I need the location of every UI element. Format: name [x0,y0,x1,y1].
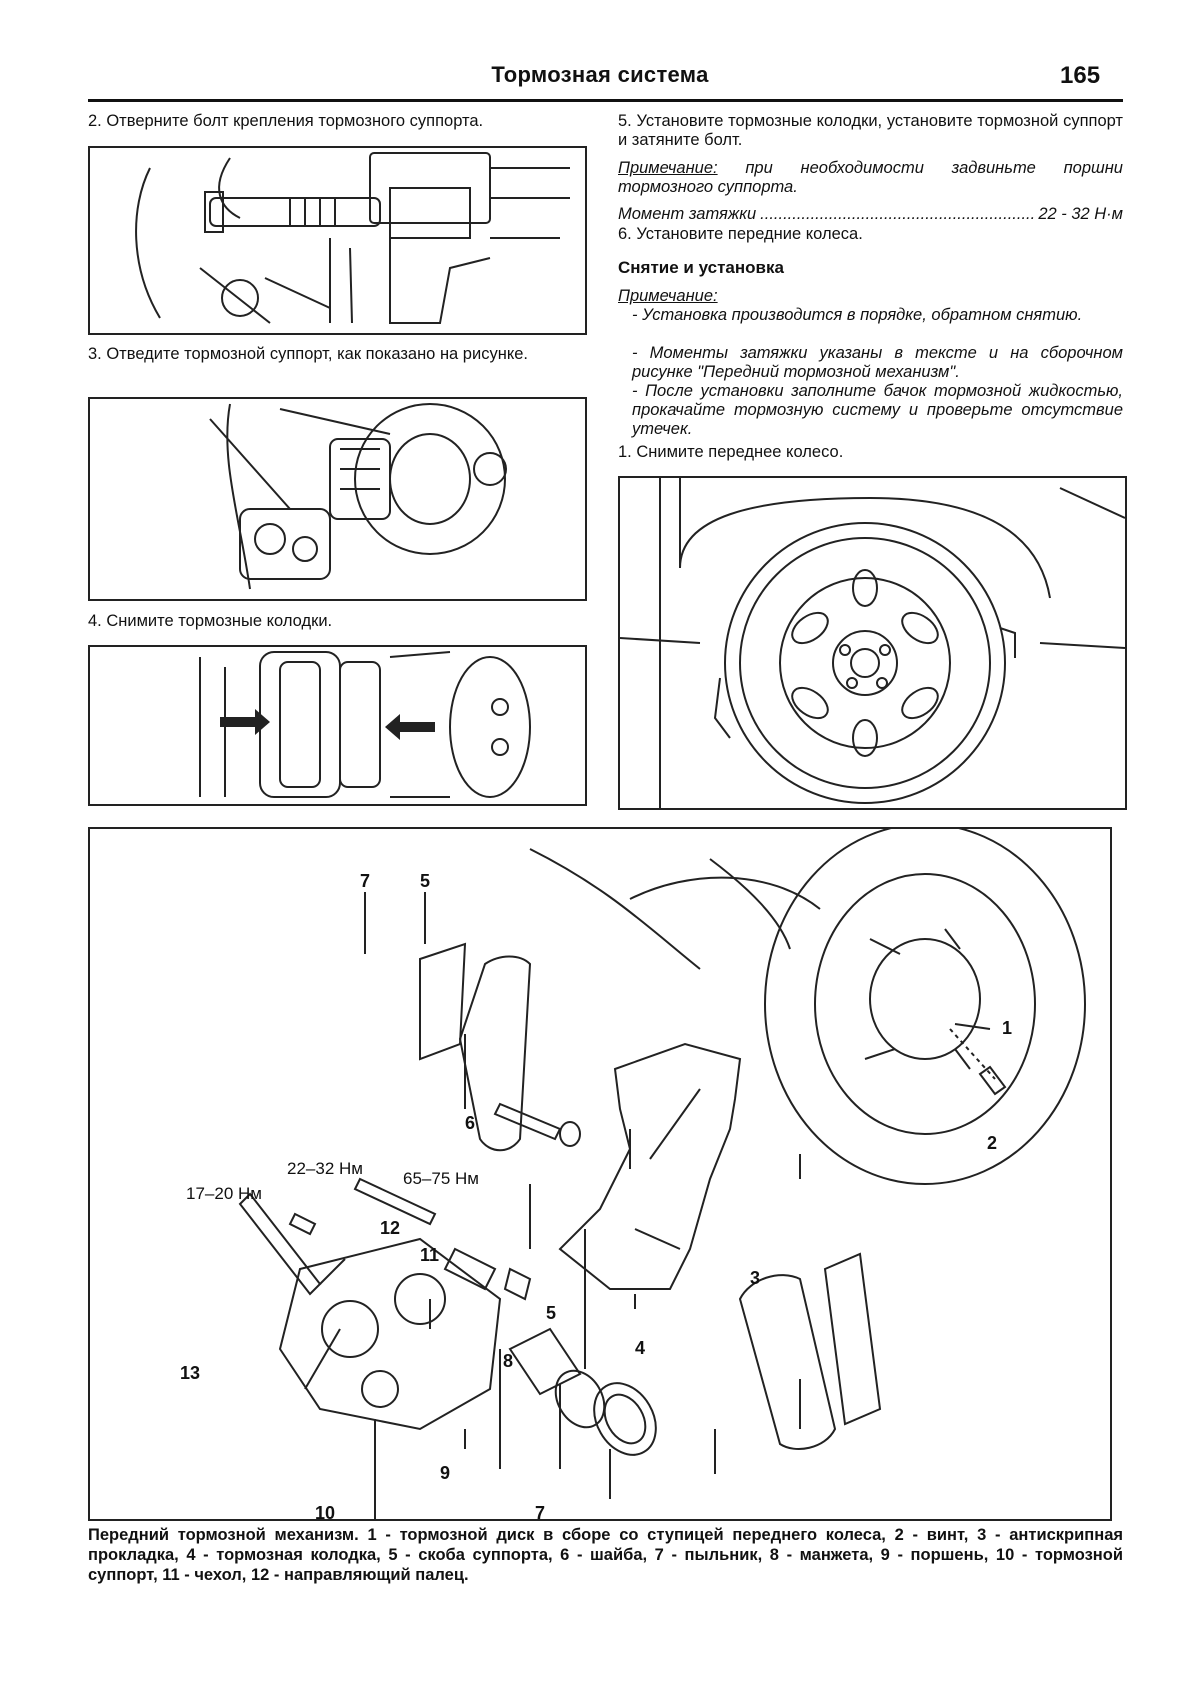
note-2-item-2: - Моменты затяжки указаны в тексте и на … [632,344,1123,381]
step-3-text: 3. Отведите тормозной суппорт, как показ… [88,345,528,363]
torque-value: 22 - 32 Н·м [1038,205,1123,223]
label-5-bracket: 5 [546,1303,556,1323]
figure-pads-removal [88,645,587,806]
header-divider [88,99,1123,102]
caliper-bolt [353,1177,437,1226]
bracket-bolt [493,1102,562,1141]
label-9-piston: 9 [440,1463,450,1483]
front-wheel-illustration [620,478,1125,808]
note-2-item-1: - Установка производится в порядке, обра… [632,306,1083,324]
label-6-washer: 6 [465,1113,475,1133]
disc-screw [978,1065,1007,1096]
brake-hose [238,1192,322,1296]
brake-assembly-exploded-view: 7 5 1 2 6 17–20 Нм 22–32 Нм 65–75 Нм 12 … [180,829,1086,1519]
figure-caliper-moved [88,397,587,601]
step-6-text: 6. Установите передние колеса. [618,225,863,243]
note-2-label: Примечание: [618,287,718,305]
torque-label: Момент затяжки [618,205,757,223]
label-8-seal: 8 [503,1351,513,1371]
label-torque-17-20: 17–20 Нм [186,1184,262,1203]
brake-pad-outer [738,1274,837,1450]
label-7-shim: 7 [360,871,370,891]
figure-front-wheel [618,476,1127,810]
figure-caption: Передний тормозной механизм. 1 - тормозн… [88,1526,1123,1584]
pads-removal-illustration [199,651,531,798]
piston [508,1327,582,1396]
note-2-item-3: - После установки заполните бачок тормоз… [632,382,1123,438]
brake-pad-inner [458,955,532,1152]
label-1-disc: 1 [1002,1018,1012,1038]
label-5-pad: 5 [420,871,430,891]
label-torque-22-32: 22–32 Нм [287,1159,363,1178]
brake-disc-inner [814,873,1036,1135]
section-title: Снятие и установка [618,258,784,277]
step-2-text: 2. Отверните болт крепления тормозного с… [88,112,484,130]
label-2-screw: 2 [987,1133,997,1153]
wheel-studs [864,928,971,1070]
label-4-pad: 4 [635,1338,645,1358]
step-1-text: 1. Снимите переднее колесо. [618,443,844,461]
torque-line: Момент затяжки .........................… [618,205,1123,224]
note-1-text: при необходимости задвиньте поршни тормо… [618,159,1123,196]
page-number: 165 [1060,62,1101,89]
figure-caliper-bolt [88,146,587,335]
label-11-boot: 11 [420,1245,439,1265]
brake-disc-outline [764,829,1086,1185]
label-7-dust-boot: 7 [535,1503,545,1519]
step-4-text: 4. Снимите тормозные колодки. [88,612,333,630]
torque-leader-dots: ........................................… [760,205,1034,223]
pad-shim-inner [419,942,467,1061]
label-10-caliper: 10 [315,1503,335,1519]
piston-dust-boot [593,1382,657,1456]
step-5-text: 5. Установите тормозные колодки, установ… [618,112,1123,149]
label-torque-65-75: 65–75 Нм [403,1169,479,1188]
wheel-hub [869,938,981,1060]
anti-squeal-shim [823,1252,882,1426]
label-12-guide-pin: 12 [380,1218,400,1238]
guide-pin-boot [503,1267,532,1301]
caliper-bracket [558,1042,742,1290]
caliper-body [278,1237,502,1431]
drive-shaft [629,876,821,910]
hose-bolt [288,1212,317,1236]
note-1-label: Примечание: [618,159,718,177]
guide-pin [443,1247,497,1291]
label-3-shim: 3 [750,1268,760,1288]
note-1: Примечание: при необходимости задвиньте … [618,159,1123,197]
caliper-bolt-illustration [135,152,570,324]
page-header-title: Тормозная система [491,62,709,87]
figure-front-brake-assembly: 7 5 1 2 6 17–20 Нм 22–32 Нм 65–75 Нм 12 … [88,827,1112,1521]
label-13-hose: 13 [180,1363,200,1383]
caliper-moved-illustration [209,403,507,590]
washer [559,1121,581,1147]
